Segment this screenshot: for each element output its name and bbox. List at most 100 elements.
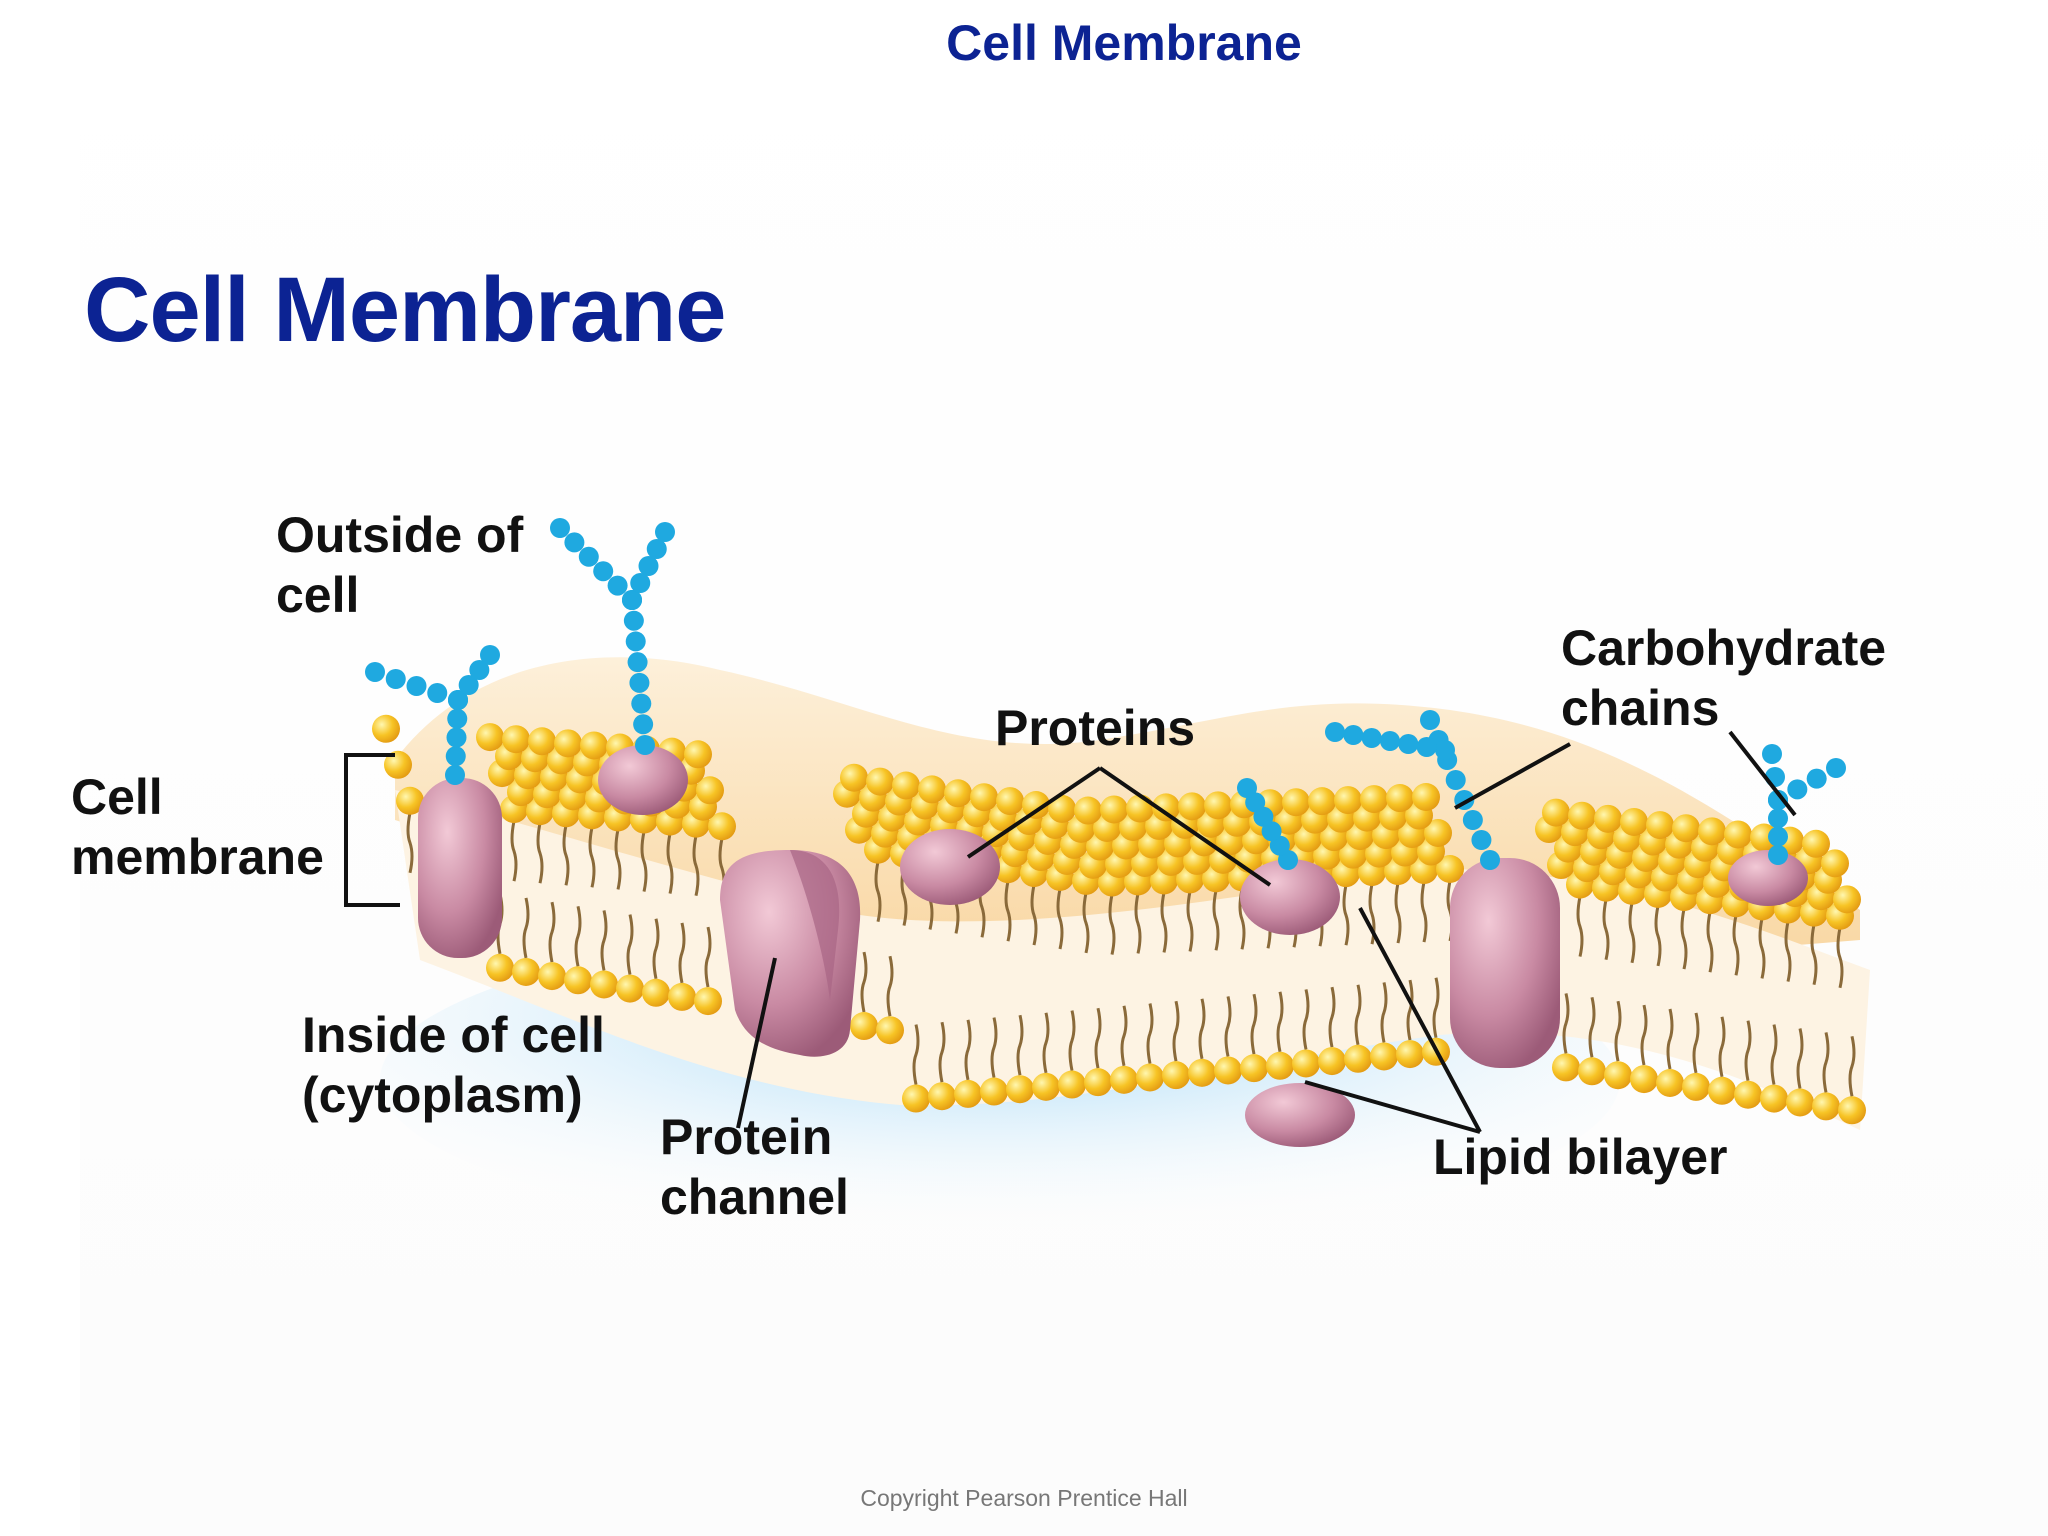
lipid-head <box>1318 1047 1346 1076</box>
label-lipid-bilayer: Lipid bilayer <box>1433 1129 1728 1185</box>
lipid-head <box>1812 1092 1840 1121</box>
lipid-head <box>928 1082 956 1111</box>
lipid-tail <box>1588 996 1596 1058</box>
lipid-tail <box>1186 891 1194 952</box>
label-inside-line1: Inside of cell <box>302 1007 605 1063</box>
lipid-tail <box>1068 1010 1076 1071</box>
lipid-head <box>1578 1057 1606 1086</box>
sugar-unit <box>1768 790 1788 810</box>
lipid-head <box>1022 791 1050 819</box>
lipid-head <box>580 731 608 760</box>
label-proteins: Proteins <box>995 700 1196 756</box>
lipid-tail <box>1692 1012 1700 1074</box>
lipid-head <box>944 779 972 808</box>
lipid-head <box>1100 795 1128 824</box>
label-outside-line1: Outside of <box>276 507 524 563</box>
lipid-tail <box>522 897 530 959</box>
surface-protein-right <box>1240 859 1340 935</box>
lipid-head <box>1308 787 1336 816</box>
lipid-tail <box>1628 902 1636 964</box>
lipid-head <box>668 982 696 1011</box>
pointer-lipid-bottom <box>1304 1080 1481 1134</box>
lipid-head <box>1568 801 1596 830</box>
lipid-head <box>1334 786 1362 815</box>
lipid-tail <box>1420 881 1428 943</box>
sugar-unit <box>1420 710 1440 730</box>
lipid-tail <box>1836 927 1844 989</box>
lipid-head <box>1646 811 1674 840</box>
lipid-head <box>850 1012 878 1041</box>
lipid-tail <box>626 914 634 975</box>
label-protein-channel-line2: channel <box>660 1169 849 1225</box>
lipid-tail <box>652 918 660 980</box>
lipid-tail <box>1042 1012 1050 1074</box>
label-cell-membrane: Cell membrane <box>71 767 324 887</box>
sugar-unit <box>1826 758 1846 778</box>
sugar-unit <box>1343 725 1364 745</box>
label-inside-of-cell: Inside of cell (cytoplasm) <box>302 1005 605 1125</box>
lipid-tail <box>938 1021 946 1083</box>
sugar-unit <box>593 561 614 582</box>
lipid-tail <box>912 1024 920 1085</box>
sugar-unit <box>445 765 465 785</box>
lipid-head <box>1594 804 1622 833</box>
lipid-head <box>1542 798 1570 827</box>
sugar-unit <box>1435 740 1455 760</box>
lipid-tail <box>1328 986 1336 1048</box>
lipid-tail <box>574 905 582 967</box>
lipid-head <box>1152 793 1180 822</box>
lipid-head <box>1821 849 1849 878</box>
inner-protein-bottom <box>1245 1083 1355 1147</box>
lipid-head <box>1204 791 1232 820</box>
lipid-head <box>1126 794 1154 823</box>
lipid-head <box>642 978 670 1007</box>
carbohydrate-chain <box>1762 744 1846 865</box>
sugar-unit <box>1787 779 1808 800</box>
lipid-tail <box>874 861 882 923</box>
lipid-tail <box>1016 1014 1024 1076</box>
lipid-head <box>1802 829 1830 858</box>
lipid-tail <box>1744 1020 1752 1081</box>
lipid-tail <box>1056 888 1064 950</box>
label-cell-membrane-line1: Cell <box>71 769 163 825</box>
lipid-head <box>1630 1065 1658 1094</box>
sugar-unit <box>630 573 651 593</box>
lipid-tail <box>860 951 868 1013</box>
lipid-head <box>1833 885 1861 914</box>
lipid-tail <box>548 901 556 963</box>
lipid-head <box>876 1016 904 1045</box>
sugar-unit <box>447 708 468 729</box>
sugar-unit <box>1806 768 1827 789</box>
copyright-text: Copyright Pearson Prentice Hall <box>860 1485 1188 1511</box>
lipid-head <box>694 987 722 1016</box>
lipid-head <box>1424 819 1452 847</box>
lipid-head <box>1282 788 1310 817</box>
lipid-head <box>1620 807 1648 836</box>
sugar-unit <box>385 669 406 689</box>
lipid-head <box>1370 1042 1398 1071</box>
protein-channel-shadow <box>790 850 840 1000</box>
lipid-tail <box>666 833 674 894</box>
transmembrane-protein-left <box>418 778 502 958</box>
lipid-head <box>1240 1054 1268 1083</box>
lipid-head <box>1162 1061 1190 1090</box>
pointer-carbohydrate-left <box>1454 742 1571 810</box>
lipid-head <box>1786 1088 1814 1117</box>
lipid-tail <box>1172 1000 1180 1062</box>
sugar-unit <box>458 675 479 695</box>
lipid-head <box>1838 1096 1866 1125</box>
lipid-tail <box>1160 892 1168 953</box>
lipid-tail <box>1576 896 1584 957</box>
carbohydrate-chains <box>365 518 1846 870</box>
lipid-tail <box>1224 996 1232 1057</box>
sugar-unit <box>578 546 599 567</box>
lipid-head <box>1178 792 1206 821</box>
sugar-unit <box>638 556 659 576</box>
lipid-head <box>1058 1070 1086 1099</box>
lipid-head <box>980 1077 1008 1106</box>
lipid-head <box>538 962 566 991</box>
sugar-unit <box>1445 770 1466 790</box>
surface-protein-far-right <box>1728 850 1808 906</box>
lipid-tail <box>1602 899 1610 961</box>
lipid-tail <box>1810 924 1818 986</box>
